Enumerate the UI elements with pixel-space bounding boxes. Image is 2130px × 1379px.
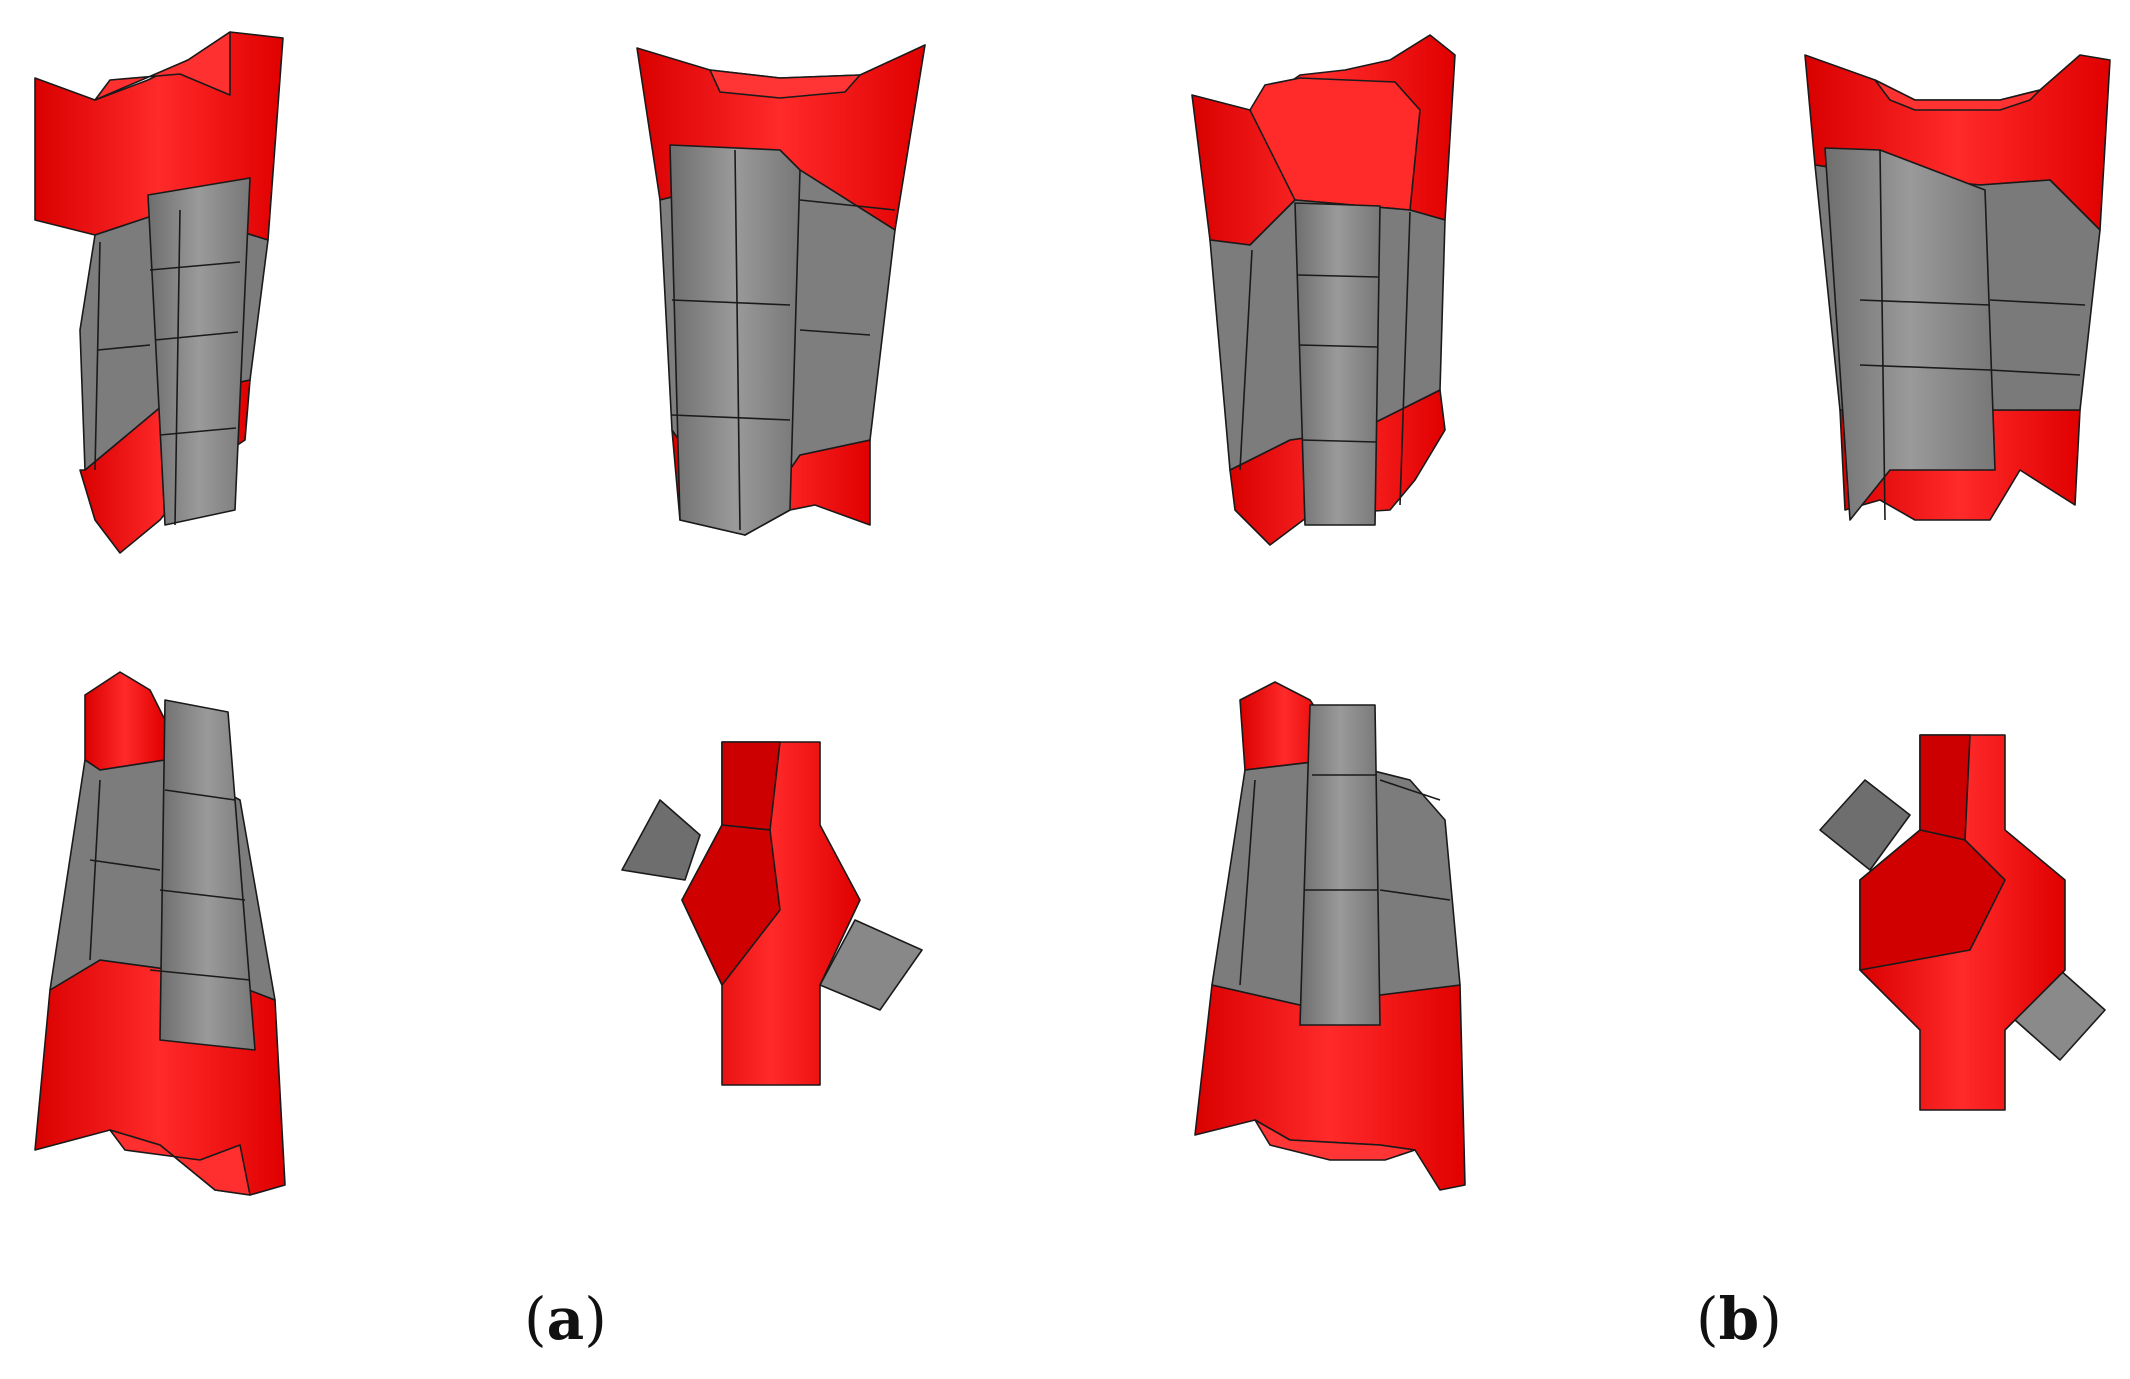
red-top-cap [94, 31, 231, 101]
gray-front-panel [1824, 147, 1996, 521]
caption-b: (b) [1696, 1285, 1782, 1353]
red-bottom-cap [1254, 1119, 1416, 1161]
gray-arm-left [1819, 779, 1911, 871]
gray-front-panel [1299, 704, 1381, 1026]
model-a-top-view [621, 741, 923, 1086]
red-top [84, 671, 166, 771]
red-top-cap [709, 69, 861, 99]
model-b-oblique-view-1 [1191, 34, 1456, 546]
caption-b-label: b [1718, 1285, 1760, 1353]
model-a-oblique-view-2 [636, 44, 926, 536]
model-a-side-view [34, 671, 286, 1196]
caption-a: (a) [524, 1285, 607, 1353]
gray-front-panel [147, 177, 251, 526]
gray-arm-right [819, 919, 923, 1011]
gray-front-panel [669, 144, 801, 536]
red-shade [1919, 734, 1971, 841]
caption-a-label: a [546, 1285, 585, 1353]
red-bottom-cap [109, 1129, 251, 1196]
model-b-top-view [1819, 734, 2106, 1111]
gray-front-panel [1294, 202, 1381, 526]
red-shade [721, 741, 781, 831]
model-b-oblique-view-2 [1804, 54, 2111, 521]
gray-front-panel [159, 699, 256, 1051]
red-top-cap [1874, 79, 2041, 111]
model-a-oblique-view-1 [34, 31, 284, 554]
red-shade-2 [1859, 829, 2006, 971]
red-shade-2 [681, 824, 781, 986]
gray-arm-left [621, 799, 701, 881]
model-b-side-view [1194, 681, 1466, 1191]
